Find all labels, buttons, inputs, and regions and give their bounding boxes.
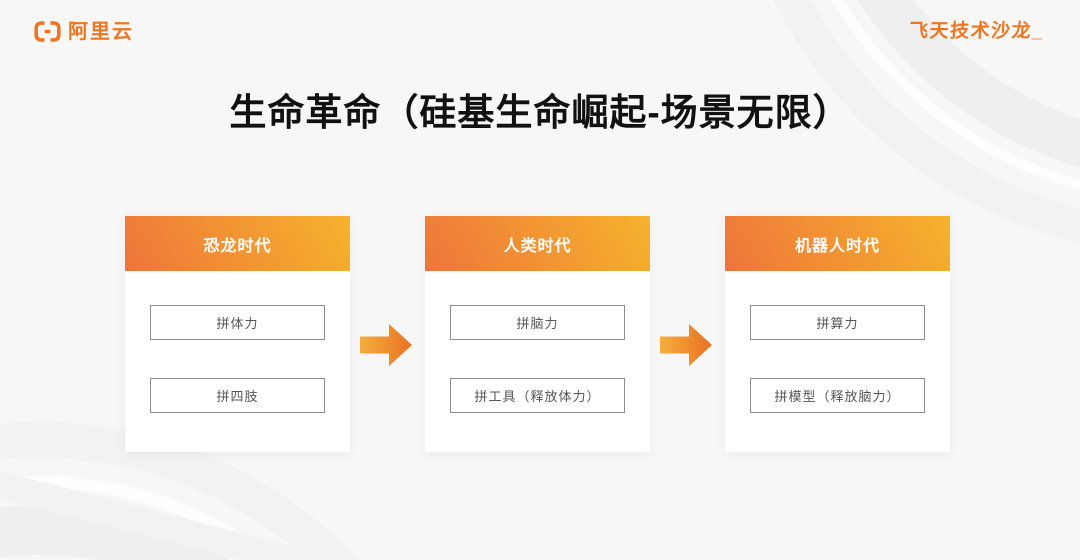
era-card-header: 人类时代 xyxy=(425,216,650,271)
era-card-dinosaur: 恐龙时代 拼体力 拼四肢 xyxy=(125,216,350,452)
era-item-box: 拼工具（释放体力） xyxy=(450,378,625,413)
era-item-label: 拼工具（释放体力） xyxy=(474,389,601,404)
era-card-body: 拼算力 拼模型（释放脑力） xyxy=(725,271,950,413)
era-item-label: 拼体力 xyxy=(216,316,259,331)
era-title: 机器人时代 xyxy=(794,237,880,255)
right-arrow-icon xyxy=(660,324,712,366)
era-card-body: 拼体力 拼四肢 xyxy=(125,271,350,413)
era-card-human: 人类时代 拼脑力 拼工具（释放体力） xyxy=(425,216,650,452)
era-item-box: 拼体力 xyxy=(150,305,325,340)
era-card-body: 拼脑力 拼工具（释放体力） xyxy=(425,271,650,413)
right-arrow-icon xyxy=(360,324,412,366)
era-card-header: 机器人时代 xyxy=(725,216,950,271)
feitian-tech-salon-logo: 飞天技术沙龙_ xyxy=(908,21,1045,42)
page-title: 生命革命（硅基生命崛起-场景无限） xyxy=(229,92,851,133)
era-item-box: 拼模型（释放脑力） xyxy=(750,378,925,413)
era-item-box: 拼脑力 xyxy=(450,305,625,340)
aliyun-logo: 阿里云 xyxy=(34,21,134,42)
aliyun-logo-text: 阿里云 xyxy=(68,20,134,43)
era-title: 人类时代 xyxy=(503,237,572,255)
era-card-header: 恐龙时代 xyxy=(125,216,350,271)
era-item-label: 拼模型（释放脑力） xyxy=(774,389,901,404)
era-item-label: 拼算力 xyxy=(816,316,859,331)
era-item-label: 拼四肢 xyxy=(216,389,259,404)
era-title: 恐龙时代 xyxy=(203,237,272,255)
era-card-robot: 机器人时代 拼算力 拼模型（释放脑力） xyxy=(725,216,950,452)
top-bar: 阿里云 飞天技术沙龙_ xyxy=(0,0,1080,60)
era-item-box: 拼算力 xyxy=(750,305,925,340)
aliyun-bracket-icon xyxy=(34,21,61,42)
era-item-label: 拼脑力 xyxy=(516,316,559,331)
era-item-box: 拼四肢 xyxy=(150,378,325,413)
